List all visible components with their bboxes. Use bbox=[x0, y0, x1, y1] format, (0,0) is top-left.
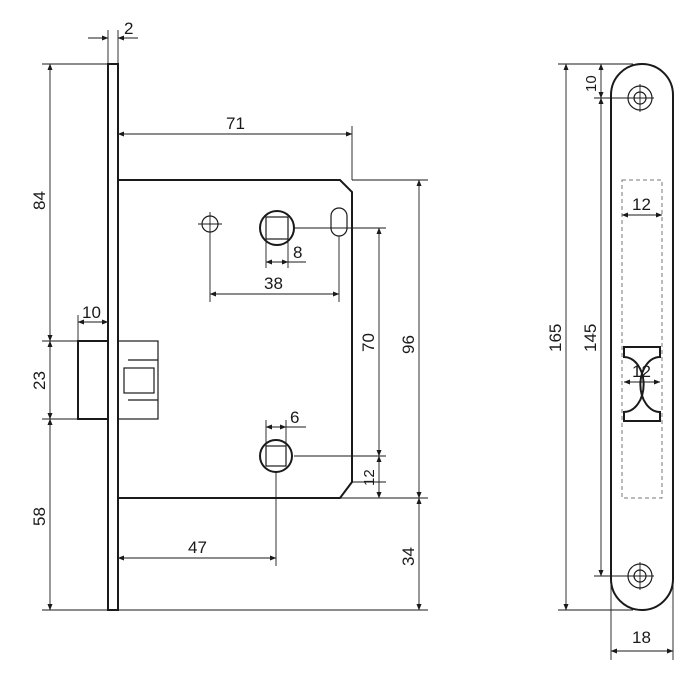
dim-backset-follower: 71 bbox=[226, 114, 245, 133]
dim-faceplate-thickness: 2 bbox=[124, 19, 133, 38]
dim-key-backset: 47 bbox=[188, 538, 207, 557]
dim-strike-opening-width: 12 bbox=[632, 362, 651, 381]
dim-follower-to-key: 70 bbox=[359, 333, 378, 352]
latch-spring bbox=[123, 367, 155, 394]
release-square-hole bbox=[265, 445, 287, 467]
dim-strike-screw-spacing: 145 bbox=[581, 324, 600, 352]
latch-bolt bbox=[77, 340, 109, 420]
strike-recess bbox=[621, 179, 663, 499]
dim-latch-to-bottom: 58 bbox=[30, 507, 49, 526]
dim-follower-to-hole: 38 bbox=[264, 274, 283, 293]
dim-key-offset: 12 bbox=[361, 469, 378, 486]
dim-follower-square: 8 bbox=[293, 243, 302, 262]
faceplate bbox=[107, 63, 119, 611]
lock-dimensions: 2 71 84 23 58 10 8 38 bbox=[30, 19, 428, 611]
lock-case bbox=[118, 179, 353, 499]
strike-dimensions: 10 165 145 12 12 18 bbox=[546, 63, 674, 660]
dim-body-height: 96 bbox=[399, 335, 418, 354]
dim-latch-height: 23 bbox=[30, 371, 49, 390]
strike-plate-view bbox=[610, 63, 674, 611]
lock-side-view bbox=[77, 63, 353, 611]
strike-opening bbox=[623, 346, 661, 422]
follower-hub bbox=[259, 210, 295, 246]
dim-latch-projection: 10 bbox=[82, 303, 101, 322]
strike-plate bbox=[610, 63, 674, 611]
follower-square-hole bbox=[265, 216, 289, 240]
dim-strike-recess-width: 12 bbox=[632, 195, 651, 214]
release-hub bbox=[259, 439, 293, 473]
dim-strike-width: 18 bbox=[632, 628, 651, 647]
case-slot bbox=[330, 207, 348, 237]
dim-strike-screw-offset: 10 bbox=[583, 75, 600, 92]
dim-strike-total-length: 165 bbox=[546, 324, 565, 352]
latch-mechanism bbox=[117, 340, 159, 420]
dim-body-to-bottom: 34 bbox=[399, 547, 418, 566]
dim-key-square: 6 bbox=[290, 408, 299, 427]
dim-top-to-latch: 84 bbox=[30, 191, 49, 210]
